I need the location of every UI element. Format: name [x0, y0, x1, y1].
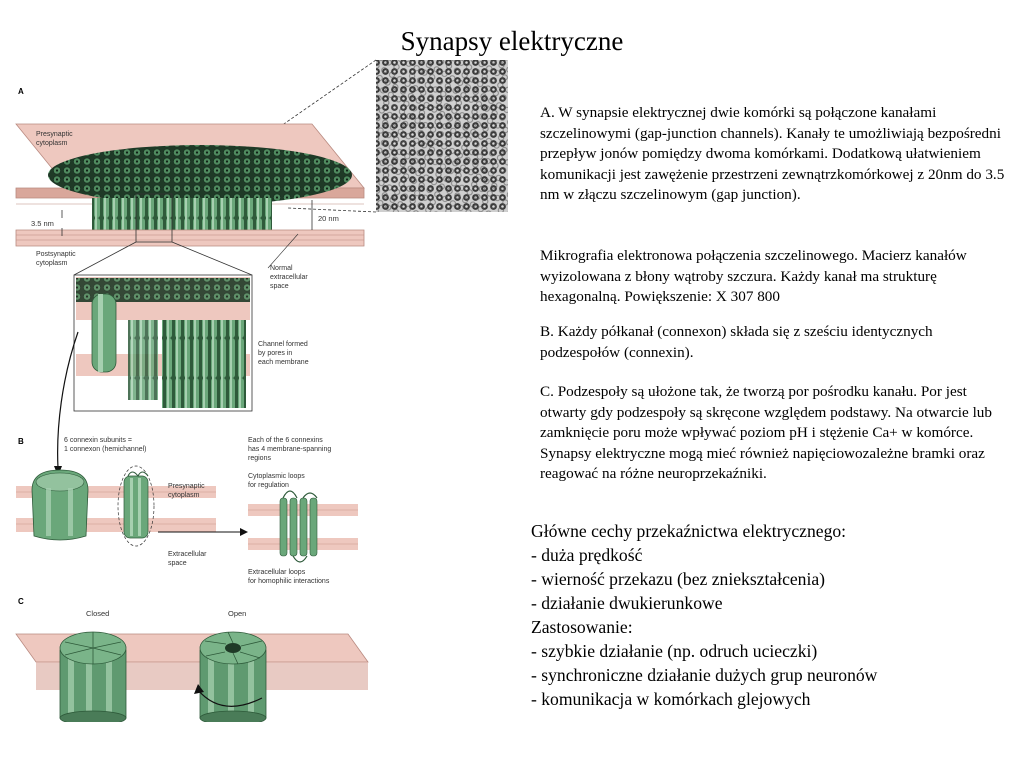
normal-space-label-2: extracellular	[270, 274, 308, 281]
presynaptic-label-2: cytoplasm	[36, 140, 68, 147]
cyto-loops-label-2: for regulation	[248, 482, 289, 489]
gap-junction-figure: A Presynaptic cytoplasm 3.5 nm 20 nm Pos…	[15, 59, 508, 722]
paragraph-connexon: B. Każdy półkanał (connexon) składa się …	[540, 323, 933, 361]
application-item: - synchroniczne działanie dużych grup ne…	[531, 665, 878, 685]
presynaptic-b-label-2: cytoplasm	[168, 492, 200, 499]
application-item: - komunikacja w komórkach glejowych	[531, 689, 811, 709]
extracellular-b-label-2: space	[168, 560, 187, 567]
connexin-helix	[279, 497, 288, 557]
feature-item: - duża prędkość	[531, 545, 643, 565]
panel-a-label: A	[18, 87, 24, 96]
gap-junction-channels	[92, 198, 272, 230]
connexin-subunits-label-2: 1 connexon (hemichannel)	[64, 446, 147, 453]
applications-heading: Zastosowanie:	[531, 617, 633, 637]
paragraph-micrograph: Mikrografia elektronowa połączenia szcze…	[540, 247, 967, 306]
connexin-subunits-label-1: 6 connexin subunits =	[64, 437, 132, 444]
features-list: Główne cechy przekaźnictwa elektrycznego…	[531, 519, 1011, 711]
gap-3-5nm-label: 3.5 nm	[31, 219, 54, 228]
connexin-helix	[289, 497, 298, 557]
closed-channel	[59, 631, 127, 722]
presynaptic-b-label-1: Presynaptic	[168, 483, 205, 490]
postsynaptic-label-1: Postsynaptic	[36, 251, 76, 258]
open-label: Open	[228, 609, 246, 618]
gap-20nm-label: 20 nm	[318, 214, 339, 223]
each-connexin-label-2: has 4 membrane-spanning	[248, 446, 331, 453]
connexin-helix	[299, 497, 308, 557]
each-connexin-label-1: Each of the 6 connexins	[248, 437, 323, 444]
channel-label-2: by pores in	[258, 350, 292, 357]
connexin-helix	[309, 497, 318, 557]
panel-b-label: B	[18, 437, 24, 446]
connexon-array	[48, 145, 352, 205]
each-connexin-label-3: regions	[248, 455, 271, 462]
normal-space-label-3: space	[270, 283, 289, 290]
closed-label: Closed	[86, 609, 109, 618]
paragraph-pore: C. Podzespoły są ułożone tak, że tworzą …	[540, 383, 992, 483]
normal-space-label-1: Normal	[270, 265, 293, 272]
cyto-loops-label-1: Cytoplasmic loops	[248, 473, 305, 480]
channel-label-3: each membrane	[258, 359, 309, 366]
extra-loops-label-2: for homophilic interactions	[248, 578, 330, 585]
postsynaptic-label-2: cytoplasm	[36, 260, 68, 267]
application-item: - szybkie działanie (np. odruch ucieczki…	[531, 641, 818, 661]
paragraph-gap-junction: A. W synapsie elektrycznej dwie komórki …	[540, 104, 1005, 204]
open-channel	[194, 631, 267, 722]
feature-item: - wierność przekazu (bez zniekształcenia…	[531, 569, 826, 589]
extracellular-b-label-1: Extracellular	[168, 551, 207, 558]
slide-title: Synapsy elektryczne	[400, 26, 624, 56]
feature-item: - działanie dwukierunkowe	[531, 593, 723, 613]
presynaptic-label-1: Presynaptic	[36, 131, 73, 138]
postsynaptic-membrane	[15, 229, 365, 247]
features-heading: Główne cechy przekaźnictwa elektrycznego…	[531, 521, 847, 541]
panel-c-label: C	[18, 597, 24, 606]
extra-loops-label-1: Extracellular loops	[248, 569, 306, 576]
channel-label-1: Channel formed	[258, 341, 308, 348]
rotation-arrow	[197, 689, 263, 707]
